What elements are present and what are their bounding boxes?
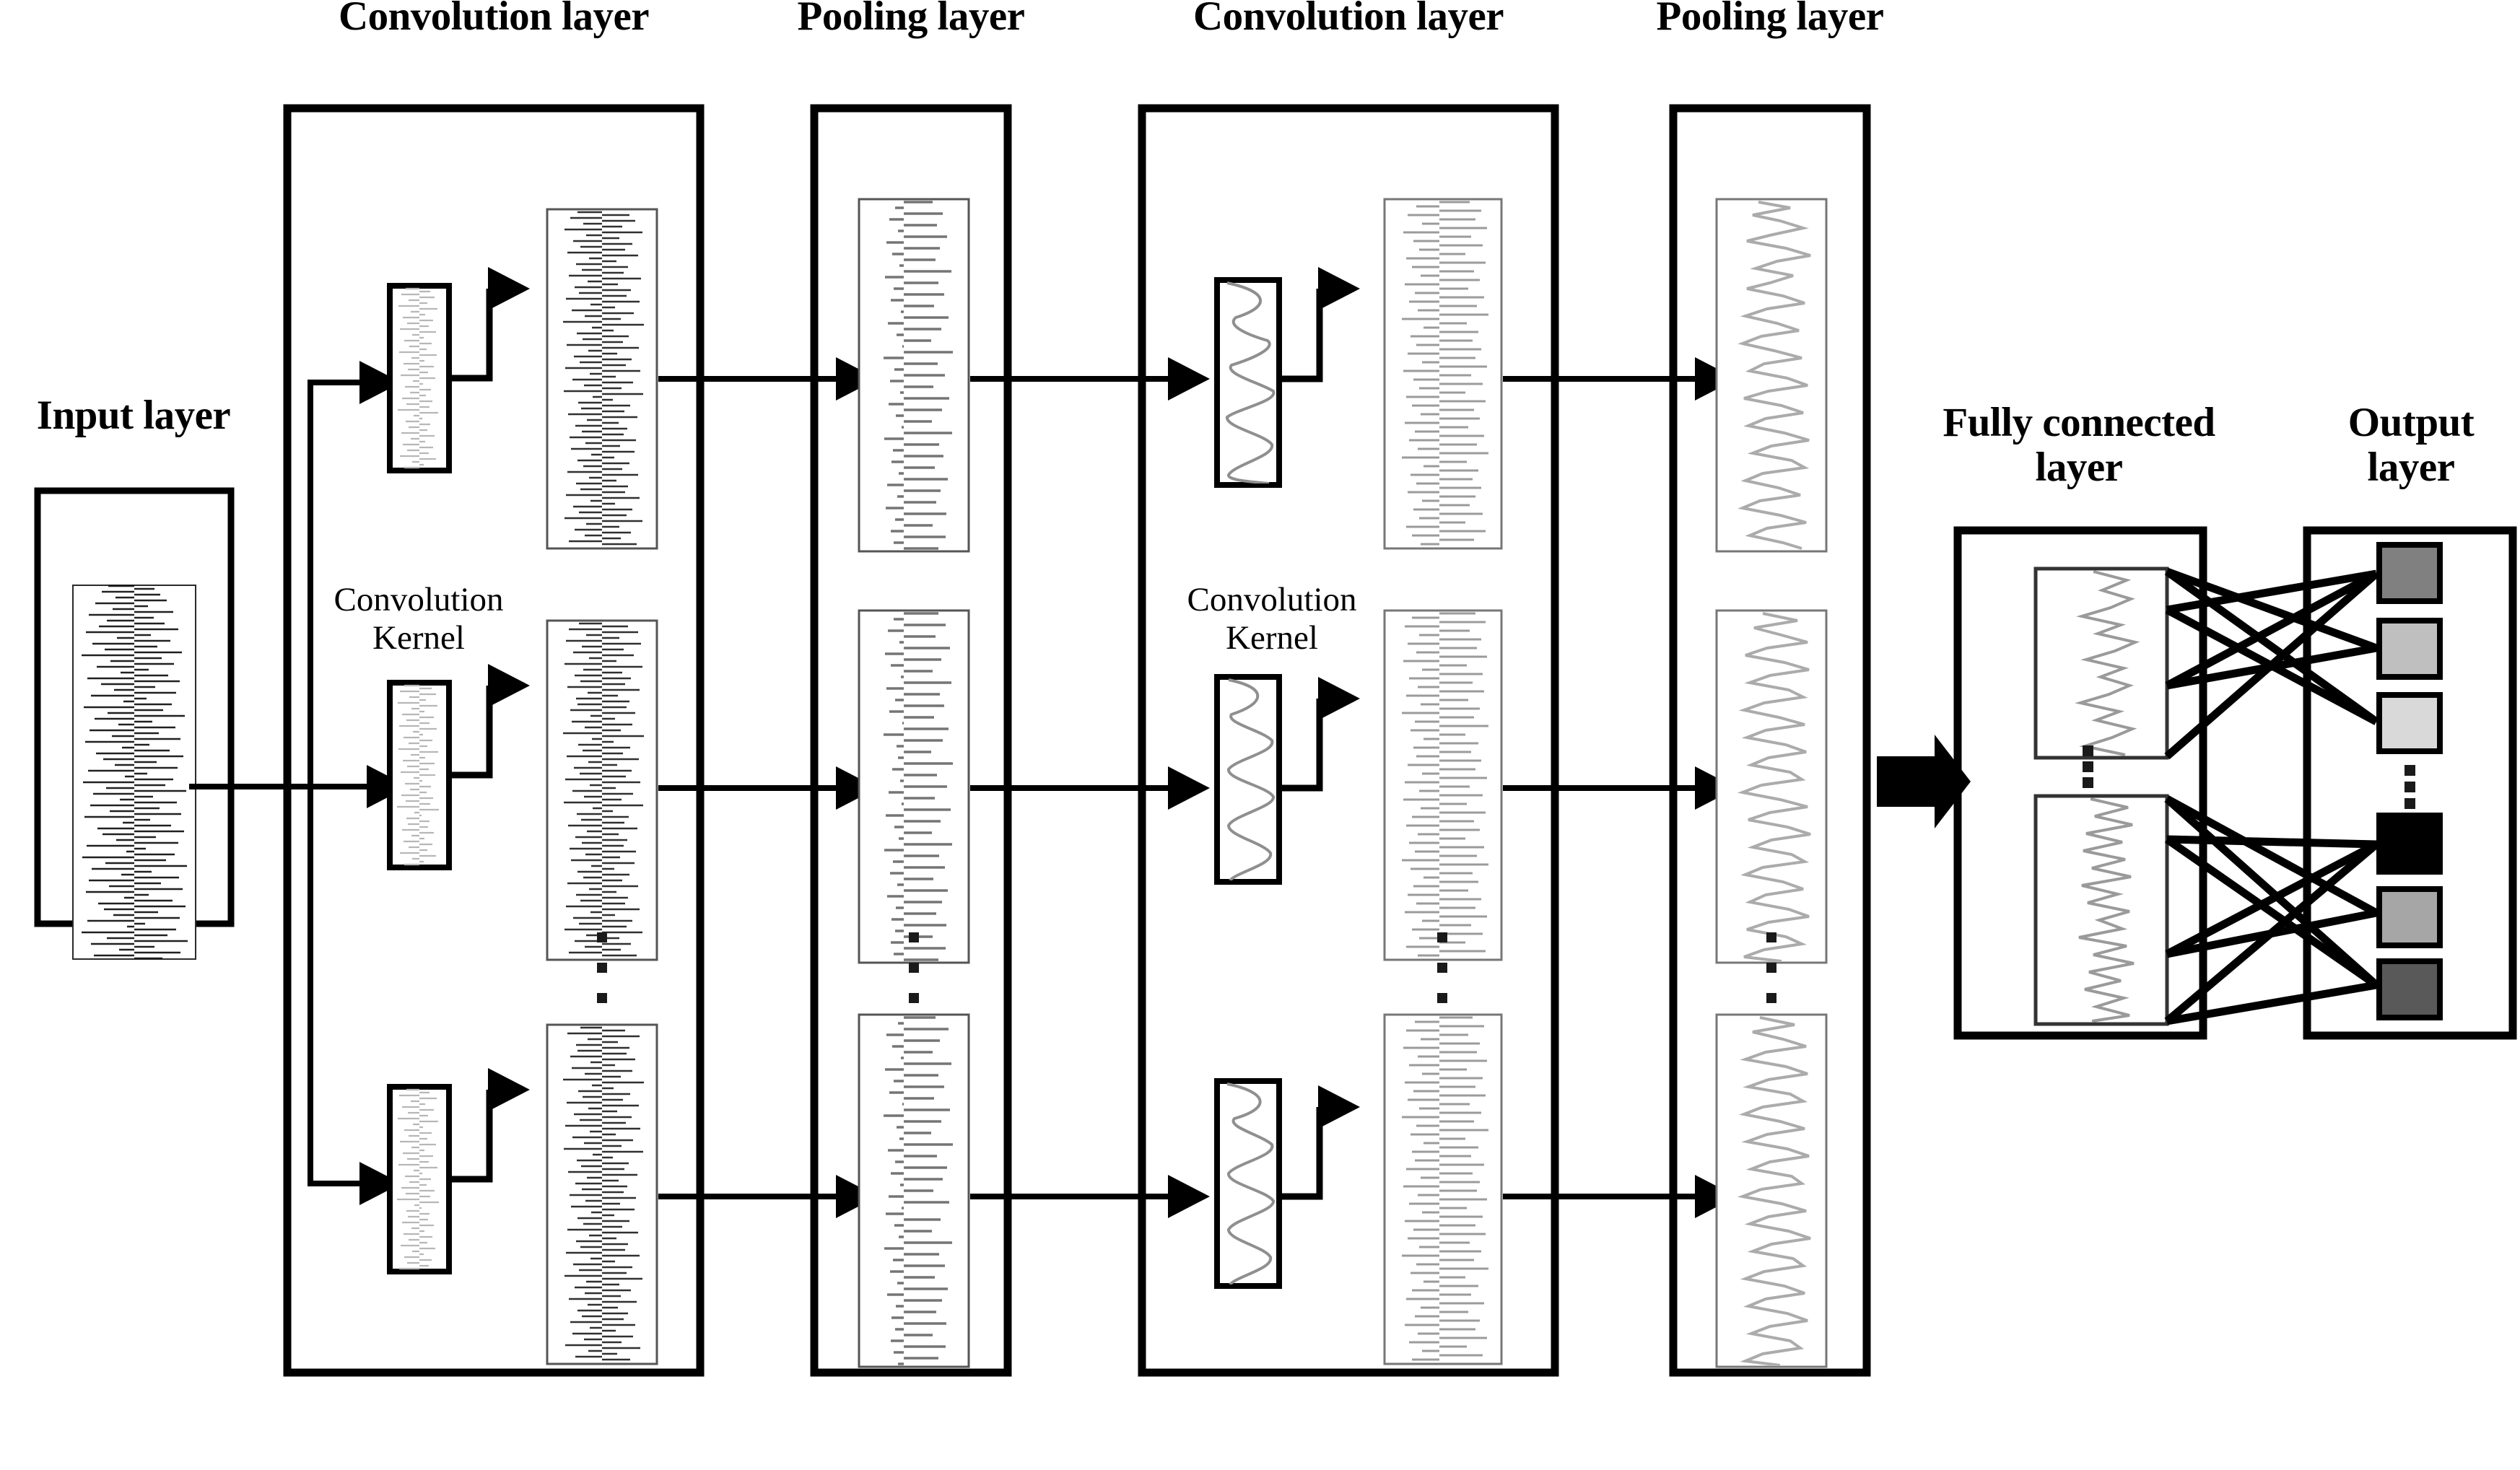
conv1-feature-map-a [546, 208, 658, 550]
flow-conv2-to-pool2 [1503, 357, 1737, 1218]
conv2-kernel-a [1214, 277, 1282, 488]
conv1-kernel-b [387, 680, 452, 870]
label-input-layer: Input layer [36, 393, 231, 438]
conv1-kernel-a [387, 283, 452, 473]
output-ellipsis [2405, 765, 2415, 809]
layer-containers [34, 104, 2517, 1377]
output-unit-4[interactable] [2376, 813, 2443, 875]
label-pool-layer-1: Pooling layer [797, 0, 1025, 39]
label-fc-layer: Fully connected layer [1943, 400, 2215, 490]
container-pool2 [1669, 104, 1871, 1377]
conv1-ellipsis [597, 932, 607, 1003]
big-flow-arrow-to-fc [1877, 735, 1971, 828]
label-conv-kernel-2: Convolution Kernel [1187, 581, 1357, 657]
conv1-feature-map-b [546, 619, 658, 961]
pool1-feature-map-a [858, 198, 970, 553]
conv2-feature-map-a [1383, 198, 1503, 550]
conv1-map-arrowheads [488, 267, 530, 1111]
pool2-feature-map-b [1715, 609, 1828, 964]
conv1-feature-map-c [546, 1023, 658, 1365]
pool1-feature-map-b [858, 609, 970, 964]
output-unit-2[interactable] [2376, 618, 2443, 680]
container-output [2303, 526, 2517, 1040]
container-pool1 [810, 104, 1012, 1377]
input-signal-plot [72, 585, 196, 960]
conv1-kernel-to-map-arrows [449, 289, 493, 1183]
container-conv1 [283, 104, 705, 1377]
pool2-feature-map-a [1715, 198, 1828, 553]
conv2-kernel-c [1214, 1078, 1282, 1289]
container-conv2 [1138, 104, 1559, 1377]
output-unit-6[interactable] [2376, 958, 2443, 1020]
pool1-feature-map-c [858, 1013, 970, 1368]
output-unit-1[interactable] [2376, 542, 2443, 604]
conv2-map-arrowheads [1318, 267, 1360, 1129]
label-pool-layer-2: Pooling layer [1656, 0, 1884, 39]
output-unit-5[interactable] [2376, 886, 2443, 948]
flow-pool1-to-conv2 [970, 357, 1210, 1218]
label-output-layer: Output layer [2347, 400, 2475, 490]
fc-ellipsis [2083, 745, 2093, 788]
fc-node-b [2033, 794, 2169, 1026]
label-conv-kernel-1: Convolution Kernel [333, 581, 504, 657]
pool2-feature-map-c [1715, 1013, 1828, 1368]
fc-node-a [2033, 566, 2169, 760]
output-unit-3[interactable] [2376, 692, 2443, 754]
conv2-feature-map-c [1383, 1013, 1503, 1365]
flow-conv1-to-pool1 [658, 357, 878, 1218]
conv2-kernel-to-map-arrows [1279, 289, 1323, 1200]
fc-to-output-connections [2164, 567, 2379, 1025]
conv1-kernel-c [387, 1084, 452, 1274]
label-conv-layer-1: Convolution layer [338, 0, 650, 39]
conv2-kernel-b [1214, 674, 1282, 885]
label-conv-layer-2: Convolution layer [1193, 0, 1504, 39]
output-units [2376, 542, 2443, 1020]
pool2-ellipsis [1766, 932, 1776, 1003]
conv2-feature-map-b [1383, 609, 1503, 961]
pool1-ellipsis [909, 932, 919, 1003]
conv2-ellipsis [1437, 932, 1447, 1003]
